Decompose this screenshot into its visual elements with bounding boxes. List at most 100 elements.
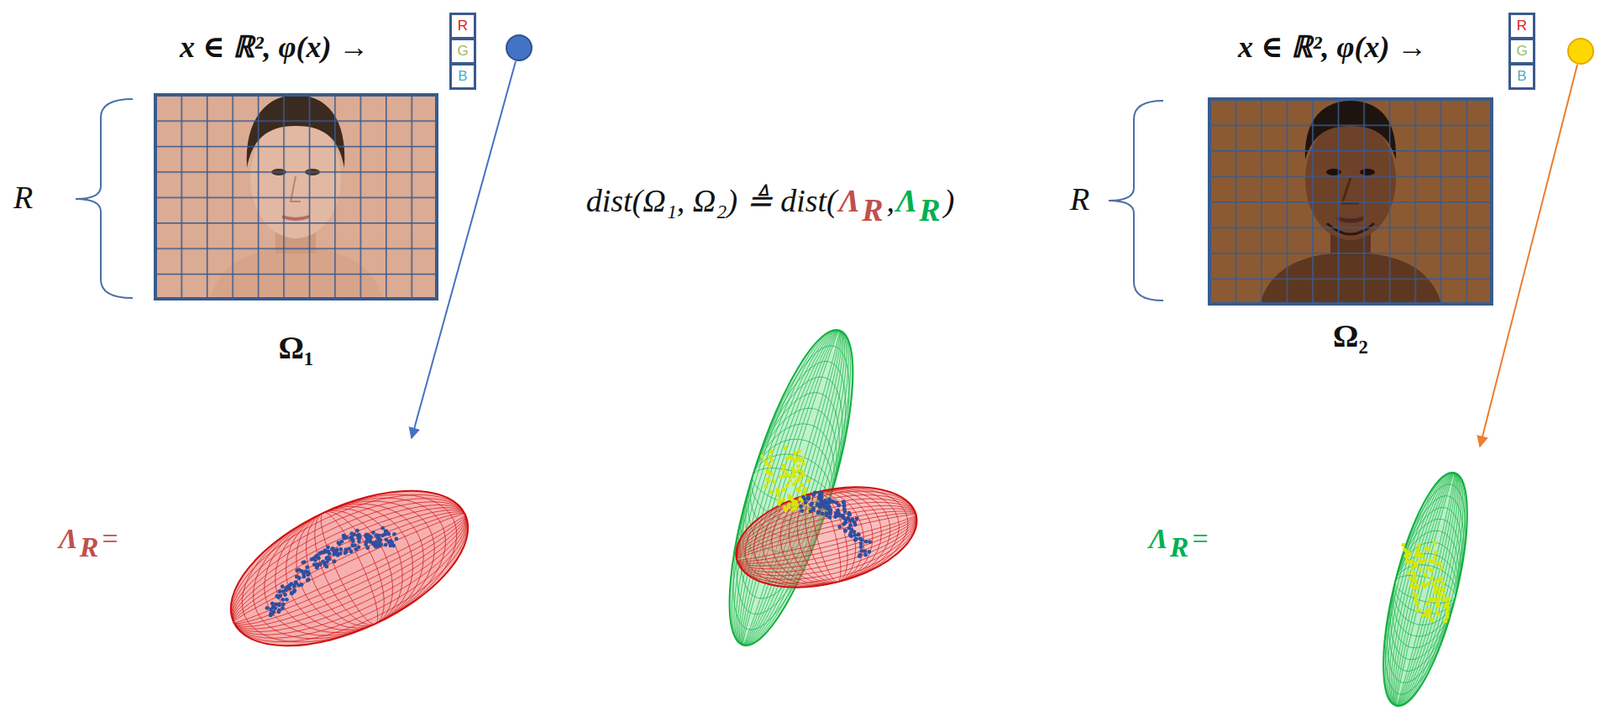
sample-point (393, 537, 399, 542)
sample-point (769, 450, 774, 455)
sample-point (1433, 561, 1438, 566)
sample-point (1429, 598, 1434, 604)
mesh-line (265, 486, 433, 652)
bracket (75, 99, 133, 299)
sample-point (281, 603, 286, 608)
sample-point (356, 536, 362, 541)
sample-point (1413, 598, 1418, 603)
sample-point (365, 545, 370, 551)
sample-point (801, 495, 806, 500)
region-heading: Ω₁ (278, 329, 315, 367)
sample-point (1413, 579, 1418, 584)
sample-point (769, 472, 774, 477)
sample-point (802, 487, 808, 492)
image-ground (1209, 99, 1492, 305)
sample-point (806, 497, 811, 502)
mesh-line (225, 498, 473, 640)
face-image-right (1209, 99, 1492, 305)
channel-box: B (449, 62, 477, 90)
sample-point (793, 499, 798, 504)
image-region: Ω₁ (155, 94, 437, 300)
sample-point (797, 488, 802, 494)
sample-point (1432, 541, 1438, 546)
sample-point (313, 558, 318, 563)
sample-point (1412, 575, 1417, 580)
sample-point (315, 555, 320, 560)
sample-point (380, 526, 385, 531)
bracket (1108, 100, 1164, 301)
mesh-line (311, 507, 387, 630)
sample-point (859, 545, 864, 550)
sample-point (843, 529, 848, 534)
channel-letter: R (1516, 17, 1527, 35)
sample-point (827, 515, 832, 520)
sample-point (796, 464, 801, 469)
descriptor-symbol: Λ (58, 522, 79, 556)
sample-point (278, 589, 283, 594)
mesh-line (228, 503, 471, 635)
pixel-grid (1209, 99, 1492, 305)
sample-point (781, 467, 786, 473)
sample-point (819, 491, 824, 496)
sample-point (1408, 561, 1413, 566)
sample-point (1427, 558, 1433, 563)
sample-point (809, 502, 814, 507)
sample-point (1414, 594, 1419, 599)
sample-point (801, 461, 806, 467)
sample-point (1422, 572, 1427, 578)
sample-point (1440, 582, 1445, 587)
sample-point (790, 508, 795, 513)
image-ground (155, 94, 437, 300)
channel-letter: G (1516, 42, 1527, 60)
sample-point (820, 500, 825, 505)
channel-letter: B (457, 68, 467, 85)
mesh-line (739, 329, 844, 647)
mesh-line (733, 501, 919, 573)
sample-point (355, 529, 360, 534)
sample-point (862, 549, 867, 554)
sample-point (859, 549, 864, 554)
mesh-line (734, 472, 919, 604)
descriptor-subscript: R (861, 192, 883, 230)
mesh-line (1387, 471, 1464, 709)
sample-point (781, 487, 786, 493)
sample-point (848, 523, 853, 528)
sample-point (842, 507, 847, 512)
sample-point (1445, 615, 1450, 620)
sample-point (771, 480, 777, 485)
mesh-line (215, 475, 484, 661)
sample-point (1415, 601, 1420, 606)
sample-point (283, 592, 288, 598)
sample-point (1446, 602, 1451, 607)
mesh-line (1377, 512, 1473, 667)
sample-point (789, 496, 794, 501)
sample-point (272, 606, 278, 611)
leader-arrow (1479, 64, 1578, 447)
sample-point (1418, 566, 1423, 572)
sample-point (852, 533, 857, 538)
channel-box: B (1508, 62, 1536, 90)
sample-point (304, 565, 310, 570)
sample-point (764, 461, 769, 467)
sample-point (327, 551, 332, 557)
sample-point (828, 512, 833, 517)
sample-point (853, 538, 858, 543)
sample-point (1432, 556, 1438, 561)
sample-point (855, 516, 860, 521)
mesh-line (218, 481, 482, 656)
sample-point (1426, 547, 1432, 552)
region-symbol: R (1070, 181, 1090, 217)
sample-point (338, 551, 343, 557)
sample-point (1437, 561, 1443, 567)
sample-point (265, 606, 270, 611)
sample-point (371, 530, 376, 536)
sample-point (856, 532, 861, 537)
sample-point (356, 536, 362, 541)
sample-point (799, 508, 804, 514)
sample-point (371, 541, 376, 546)
sample-point (301, 575, 306, 580)
channel-letter: G (456, 42, 468, 60)
sample-point (776, 487, 781, 493)
mesh-line (734, 506, 919, 570)
